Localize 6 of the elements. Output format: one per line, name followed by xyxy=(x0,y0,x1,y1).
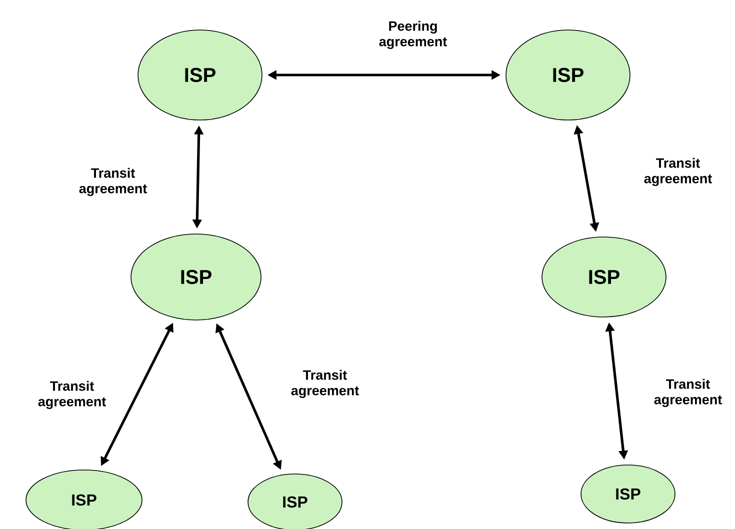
edge-label: Transit agreement xyxy=(38,380,106,410)
edge-label: Transit agreement xyxy=(291,370,359,398)
edge-label: Transit agreement xyxy=(79,168,147,196)
edge-label: Transit agreement xyxy=(644,158,712,186)
edge-label: Transit agreement xyxy=(654,378,722,408)
edge-label: Peering agreement xyxy=(379,20,447,50)
